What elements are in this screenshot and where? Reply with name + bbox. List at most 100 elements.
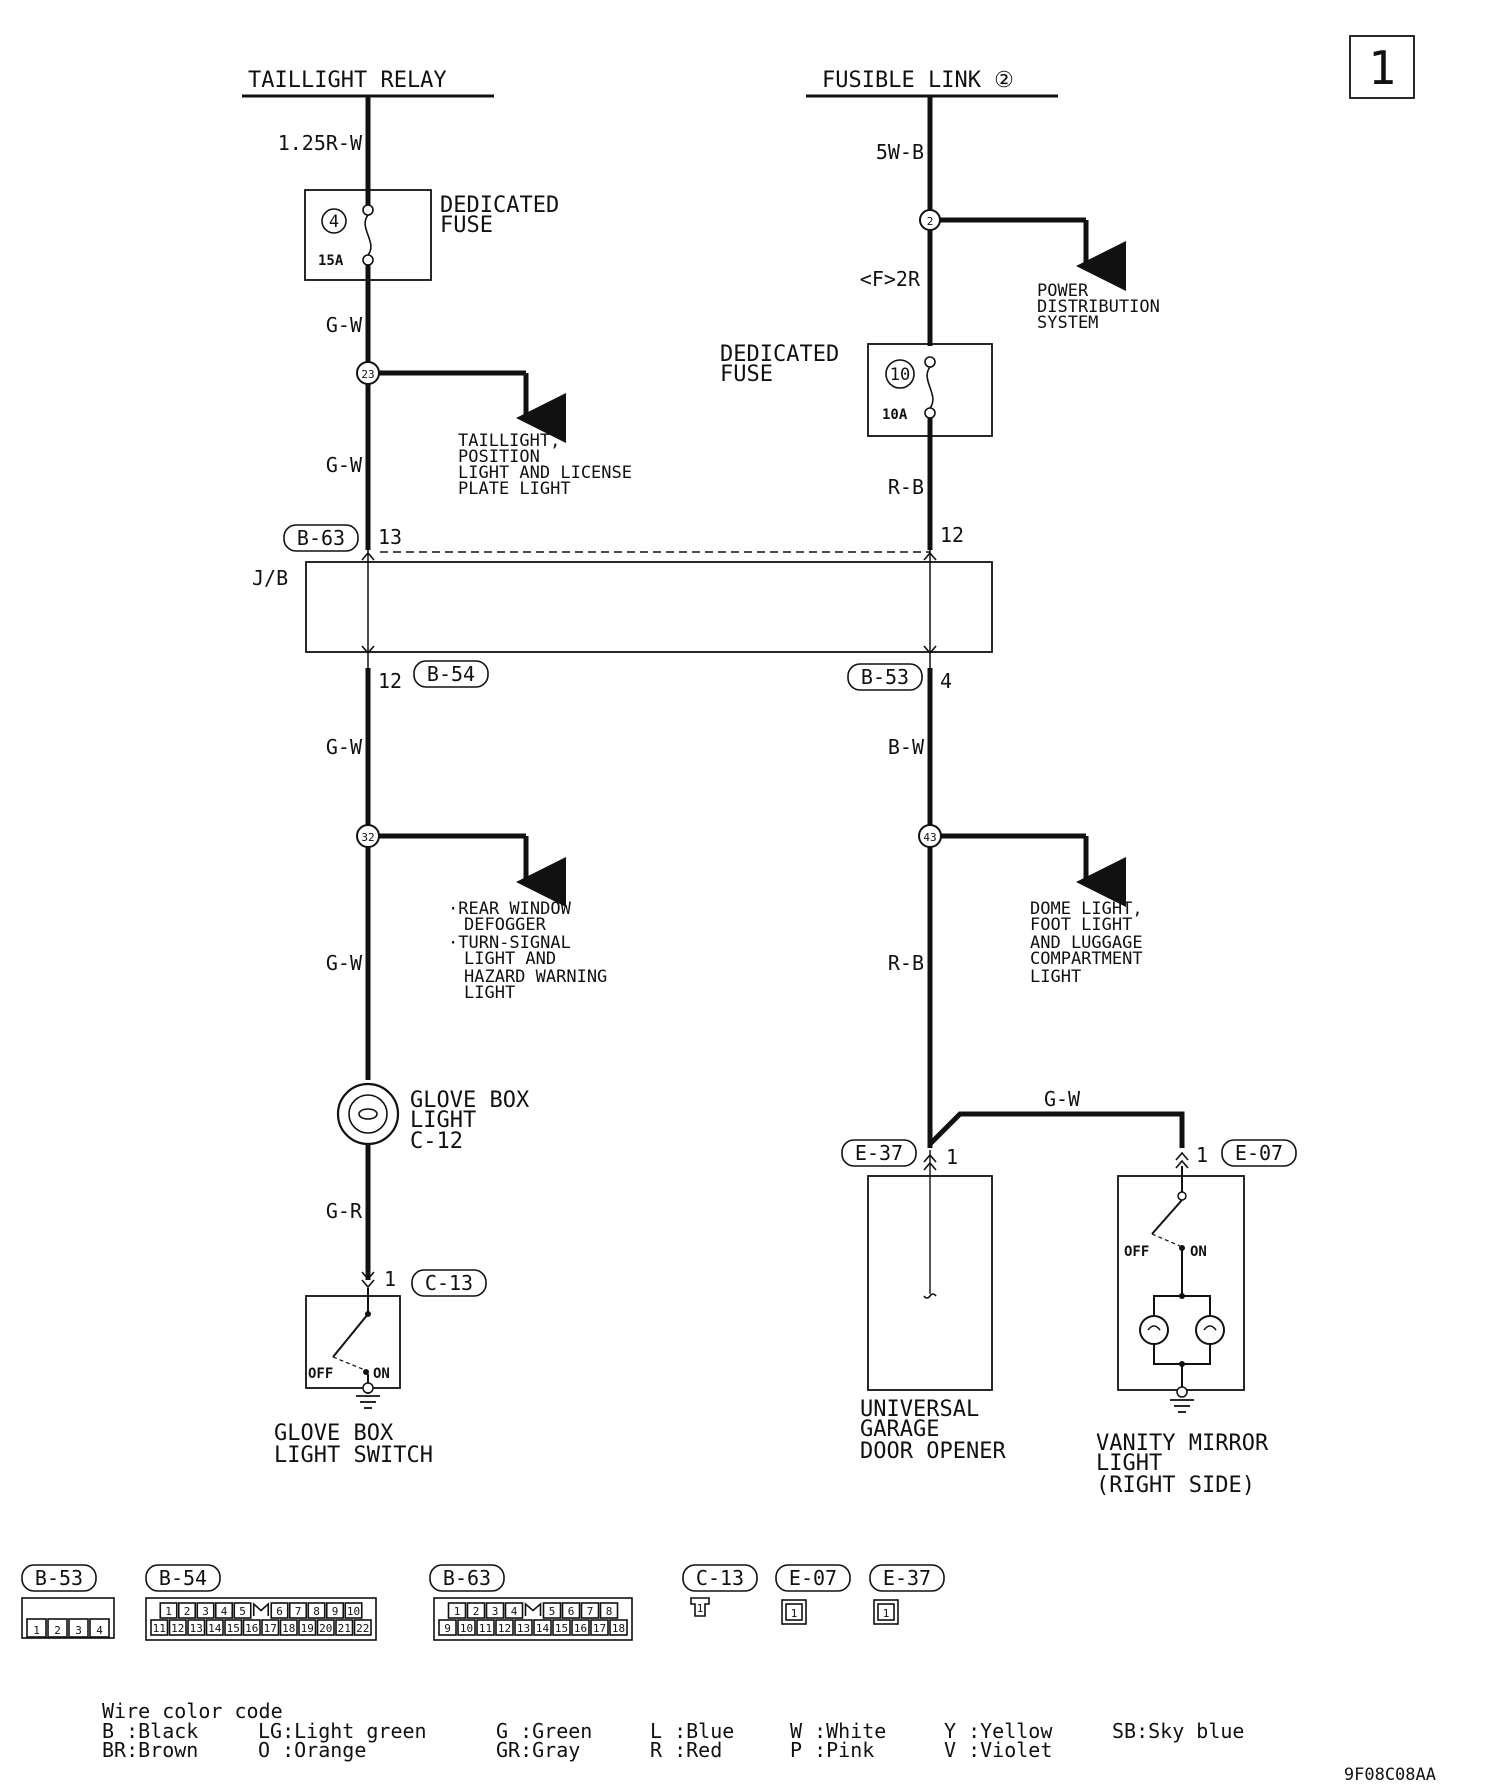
- fuse-amp-right: 10A: [882, 407, 908, 423]
- doc-code: 9F08C08AA: [1344, 1765, 1436, 1785]
- conn-pin-b54: [335, 1619, 354, 1636]
- conn-pin-b54: [261, 1619, 280, 1636]
- connector-tag-e37: [841, 1139, 917, 1167]
- connector-tag-b54: [413, 660, 489, 688]
- branch-defogger-5: HAZARD WARNING: [464, 967, 607, 987]
- glove-box-switch: [305, 1295, 401, 1389]
- conn-tag-e37: [869, 1564, 945, 1592]
- conn-e07-icon: [781, 1599, 807, 1625]
- fuse-label-left-1: DEDICATED: [440, 193, 559, 218]
- glove-light-label-1: GLOVE BOX: [410, 1088, 530, 1113]
- wire-label-gw-right: G-W: [1044, 1087, 1081, 1111]
- conn-pin-num-b63: 2: [473, 1605, 480, 1618]
- conn-pin-num-b54: 11: [153, 1622, 166, 1635]
- conn-pin-num-b54: 5: [239, 1605, 246, 1618]
- svg-text:E-07: E-07: [789, 1566, 837, 1590]
- glove-switch-off: OFF: [308, 1366, 333, 1382]
- junction-2: [919, 209, 941, 231]
- conn-pin-num-b63: 14: [536, 1622, 550, 1635]
- connector-tag-b53: [847, 663, 923, 691]
- branch-power-dist-2: DISTRIBUTION: [1037, 297, 1160, 317]
- wire-label-5w-b: 5W-B: [876, 140, 924, 164]
- glove-switch-on: ON: [373, 1366, 390, 1382]
- conn-pin-num-b63: 5: [549, 1605, 556, 1618]
- svg-text:B-53: B-53: [861, 665, 909, 689]
- conn-pin-b54: [316, 1619, 335, 1636]
- svg-text:B-54: B-54: [427, 662, 475, 686]
- branch-defogger-6: LIGHT: [464, 983, 515, 1003]
- conn-pin-num-b54: 4: [221, 1605, 228, 1618]
- conn-pin-b54: [288, 1602, 308, 1619]
- conn-pin-b54: [242, 1619, 261, 1636]
- svg-text:O :Orange: O :Orange: [258, 1738, 366, 1762]
- conn-pin-num-b54: 18: [282, 1622, 295, 1635]
- branch-power-dist-3: SYSTEM: [1037, 313, 1098, 333]
- conn-pin-b63: [533, 1619, 552, 1636]
- svg-text:E-37: E-37: [855, 1141, 903, 1165]
- junction-32: [356, 824, 380, 848]
- conn-pin-b54: [233, 1602, 252, 1619]
- conn-pin-b54: [214, 1602, 234, 1619]
- branch-taillight-1: TAILLIGHT,: [458, 431, 560, 451]
- junction-43: [918, 824, 942, 848]
- conn-pin-b63: [504, 1602, 524, 1619]
- conn-pin-num-b63: 15: [555, 1622, 568, 1635]
- junction-block: [305, 561, 993, 653]
- wire-label-rb-1: R-B: [888, 475, 924, 499]
- conn-pin-b53: [26, 1618, 47, 1638]
- svg-text:V :Violet: V :Violet: [944, 1738, 1052, 1762]
- conn-pin-b54: [344, 1602, 363, 1619]
- jb-pin-4: 4: [940, 669, 952, 693]
- conn-pin-num-b54: 20: [319, 1622, 332, 1635]
- conn-pin-num-b54: 13: [190, 1622, 203, 1635]
- svg-text:32: 32: [361, 831, 374, 844]
- conn-pin-num-b54: 10: [347, 1605, 360, 1618]
- branch-taillight-3: LIGHT AND LICENSE: [458, 463, 632, 483]
- fuse-number-circle-left: [321, 208, 347, 234]
- branch-dome-1: DOME LIGHT,: [1030, 899, 1143, 919]
- vanity-switch-off: OFF: [1124, 1244, 1149, 1260]
- conn-pin-num-b63: 11: [479, 1622, 492, 1635]
- fuse-number-right: 10: [890, 365, 910, 385]
- svg-text:1: 1: [791, 1607, 798, 1620]
- conn-pin-b63: [599, 1602, 619, 1619]
- svg-text:GR:Gray: GR:Gray: [496, 1738, 580, 1762]
- svg-text:1: 1: [697, 1602, 704, 1615]
- source-taillight-relay: TAILLIGHT RELAY: [248, 68, 447, 93]
- conn-pin-b53: [47, 1618, 68, 1638]
- wire-label-rb-2: R-B: [888, 951, 924, 975]
- garage-label-3: DOOR OPENER: [860, 1439, 1006, 1464]
- conn-pin-b63: [571, 1619, 590, 1636]
- svg-text:B :Black: B :Black: [102, 1719, 198, 1743]
- wire-label-gw-1: G-W: [326, 313, 363, 337]
- page-number: 1: [1368, 41, 1396, 95]
- svg-text:C-13: C-13: [696, 1566, 744, 1590]
- wire-color-legend: Wire color code B :Black BR:Brown LG:Lig…: [102, 1699, 1244, 1762]
- conn-pin-b54: [325, 1602, 345, 1619]
- e07-pin-1: 1: [1196, 1143, 1208, 1167]
- vanity-label-1: VANITY MIRROR: [1096, 1431, 1269, 1456]
- vanity-switch-on: ON: [1190, 1244, 1207, 1260]
- conn-pin-num-b54: 15: [227, 1622, 240, 1635]
- conn-pin-num-b63: 9: [444, 1622, 451, 1635]
- conn-pin-b53: [68, 1618, 89, 1638]
- conn-pin-b54: [298, 1619, 317, 1636]
- conn-pin-b63: [542, 1602, 562, 1619]
- svg-text:B-63: B-63: [297, 526, 345, 550]
- conn-pin-b63: [609, 1619, 628, 1636]
- conn-pin-num-b63: 6: [568, 1605, 575, 1618]
- svg-text:E-37: E-37: [883, 1566, 931, 1590]
- conn-pin-num-b53: 1: [33, 1624, 40, 1637]
- branch-dome-2: FOOT LIGHT: [1030, 915, 1132, 935]
- svg-text:W :White: W :White: [790, 1719, 886, 1743]
- conn-pin-num-b63: 3: [492, 1605, 499, 1618]
- conn-pin-num-b63: 13: [517, 1622, 530, 1635]
- vanity-bulb-right: [1195, 1315, 1225, 1345]
- branch-taillight-2: POSITION: [458, 447, 540, 467]
- garage-label-2: GARAGE: [860, 1417, 939, 1442]
- conn-pin-b63: [466, 1602, 486, 1619]
- conn-tag-e07: [775, 1564, 851, 1592]
- page-number-box: [1349, 35, 1415, 99]
